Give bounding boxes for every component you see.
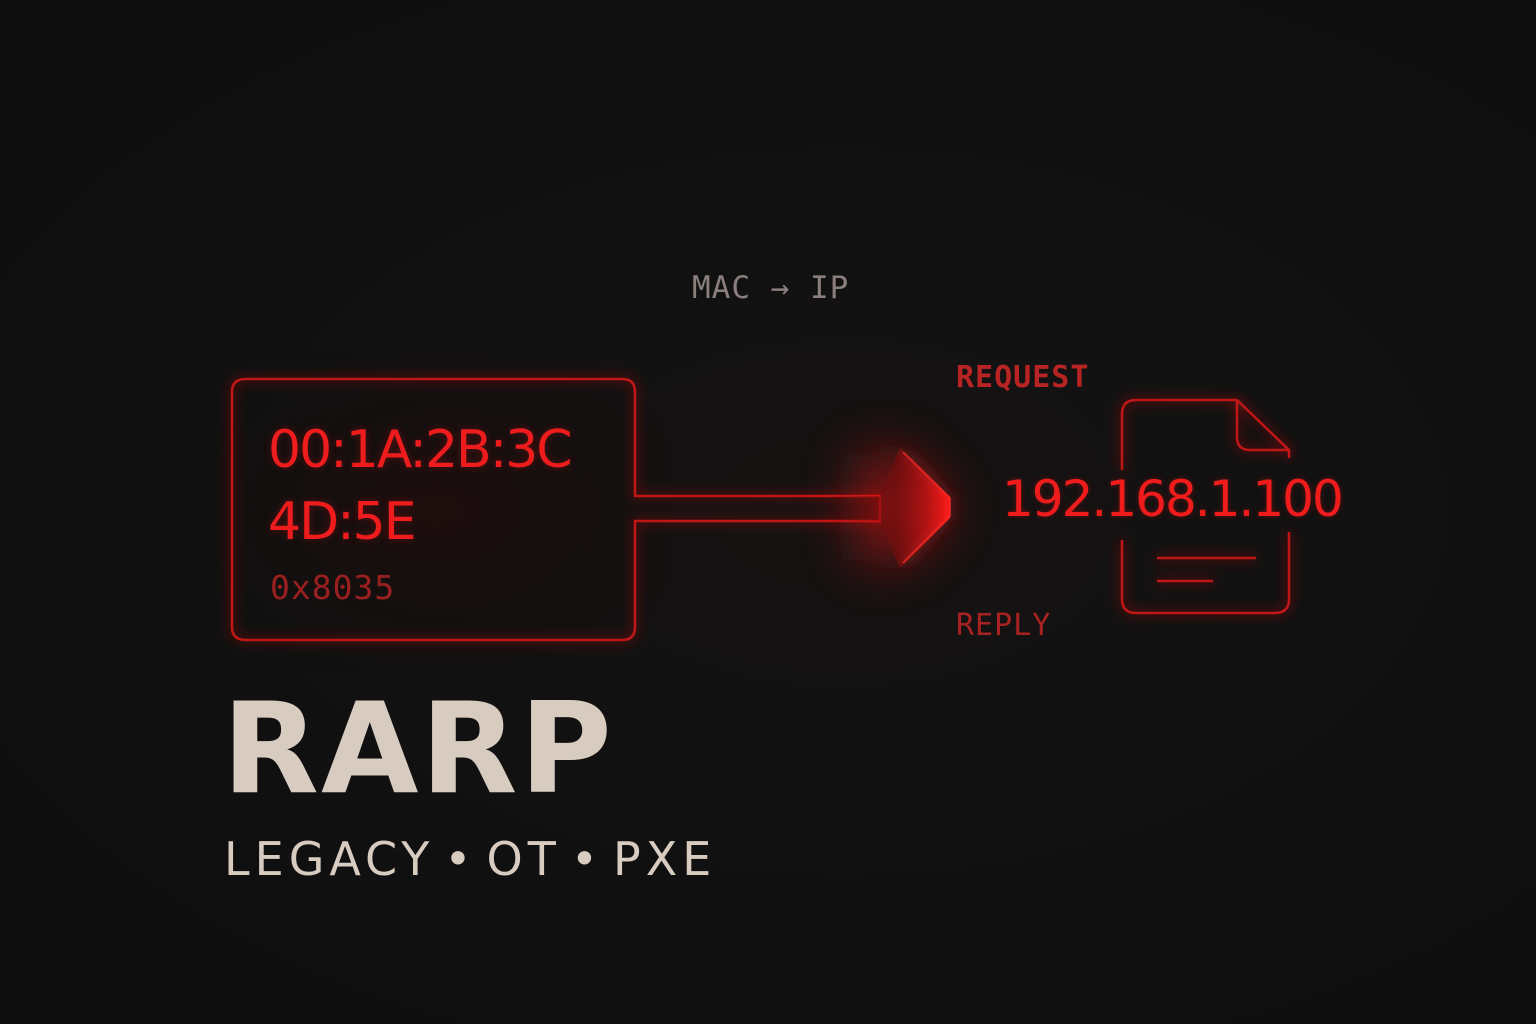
- subtitle-separator: •: [570, 832, 603, 886]
- flow-arrow-icon: [830, 448, 950, 568]
- mac-address-line-1: 00:1A:2B:3C: [268, 420, 573, 480]
- subtitle-item-pxe: PXE: [613, 832, 717, 886]
- page-title: RARP: [222, 675, 614, 822]
- mac-box-ambient-glow: [200, 350, 670, 670]
- subtitle-item-legacy: LEGACY: [224, 832, 435, 886]
- mac-address-line-2: 4D:5E: [268, 492, 417, 552]
- arrow-edge: [902, 451, 951, 564]
- ip-address: 192.168.1.100: [1002, 470, 1344, 528]
- document-icon: [1120, 398, 1291, 615]
- ethertype-code: 0x8035: [270, 568, 396, 607]
- subtitle-separator: •: [444, 832, 477, 886]
- request-label: REQUEST: [956, 360, 1090, 395]
- reply-label: REPLY: [956, 608, 1052, 643]
- mac-address-box: [230, 377, 882, 642]
- subtitle: LEGACY•OT•PXE: [224, 836, 716, 882]
- direction-label: MAC → IP: [692, 270, 850, 306]
- subtitle-item-ot: OT: [486, 832, 561, 886]
